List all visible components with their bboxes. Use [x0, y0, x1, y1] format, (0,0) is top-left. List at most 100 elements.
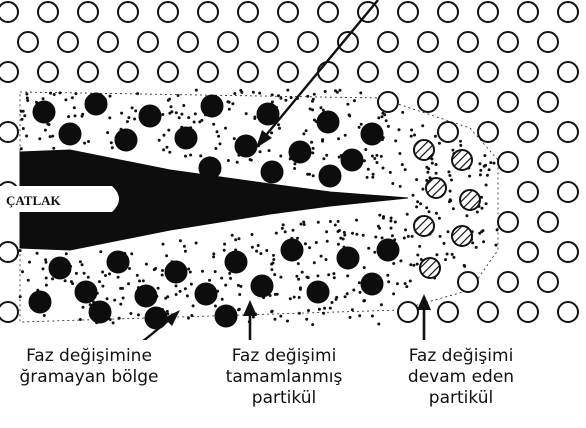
zone-dot — [255, 250, 258, 253]
zone-dot — [409, 280, 412, 283]
zone-dot — [363, 266, 366, 269]
zone-dot — [166, 310, 169, 313]
zone-dot — [304, 242, 307, 245]
zone-dot — [416, 254, 419, 257]
zone-dot — [253, 117, 256, 120]
zone-dot — [406, 213, 409, 216]
zone-dot — [325, 154, 328, 157]
untransformed-particle — [38, 2, 58, 22]
zone-dot — [447, 170, 450, 173]
zone-dot — [271, 93, 274, 96]
zone-dot — [272, 254, 275, 257]
zone-dot — [106, 131, 109, 134]
zone-dot — [168, 112, 171, 115]
zone-dot — [36, 252, 39, 255]
zone-dot — [293, 167, 296, 170]
untransformed-particle — [398, 2, 418, 22]
zone-dot — [175, 284, 178, 287]
zone-dot — [279, 155, 282, 158]
zone-dot — [106, 297, 109, 300]
zone-dot — [27, 279, 30, 282]
zone-dot — [447, 230, 450, 233]
zone-dot — [231, 234, 234, 237]
untransformed-particle — [0, 2, 18, 22]
untransformed-particle — [458, 272, 478, 292]
untransformed-particle — [58, 32, 78, 52]
zone-dot — [134, 109, 137, 112]
untransformed-particle — [158, 62, 178, 82]
transformed-particle-label: Faz değişimi tamamlanmış partikül — [220, 346, 348, 409]
zone-dot — [463, 264, 466, 267]
zone-dot — [136, 92, 139, 95]
zone-dot — [22, 127, 25, 130]
zone-dot — [496, 228, 499, 231]
zone-dot — [318, 308, 321, 311]
zone-dot — [98, 280, 101, 283]
zone-dot — [305, 318, 308, 321]
zone-dot — [128, 267, 131, 270]
zone-dot — [186, 294, 189, 297]
zone-dot — [346, 103, 349, 106]
untransformed-particle — [118, 2, 138, 22]
transformed-particle — [59, 123, 81, 145]
zone-dot — [273, 273, 276, 276]
zone-dot — [121, 287, 124, 290]
transformed-particle — [49, 257, 71, 279]
untransformed-particle — [438, 302, 458, 322]
zone-dot — [358, 126, 361, 129]
zone-dot — [71, 96, 74, 99]
zone-dot — [301, 271, 304, 274]
zone-dot — [137, 313, 140, 316]
transforming-particle — [420, 258, 440, 278]
zone-dot — [371, 176, 374, 179]
zone-dot — [312, 147, 315, 150]
transformed-particle — [337, 247, 359, 269]
zone-dot — [410, 129, 413, 132]
zone-dot — [279, 97, 282, 100]
zone-dot — [189, 154, 192, 157]
zone-dot — [418, 245, 421, 248]
zone-dot — [108, 272, 111, 275]
zone-dot — [127, 116, 130, 119]
transforming-particle — [414, 140, 434, 160]
untransformed-particle — [138, 32, 158, 52]
zone-dot — [478, 232, 481, 235]
zone-dot — [297, 278, 300, 281]
untransformed-particle — [518, 302, 538, 322]
zone-dot — [399, 185, 402, 188]
zone-dot — [284, 230, 287, 233]
zone-dot — [38, 137, 41, 140]
zone-dot — [228, 108, 231, 111]
zone-dot — [325, 230, 328, 233]
zone-dot — [398, 128, 401, 131]
zone-dot — [386, 274, 389, 277]
zone-dot — [476, 211, 479, 214]
zone-dot — [65, 252, 68, 255]
transformed-particle — [139, 105, 161, 127]
zone-dot — [351, 232, 354, 235]
zone-dot — [190, 314, 193, 317]
zone-dot — [459, 144, 462, 147]
zone-dot — [428, 210, 431, 213]
untransformed-particle — [478, 122, 498, 142]
zone-dot — [75, 272, 78, 275]
untransformed-particle — [418, 92, 438, 112]
untransformed-particle — [238, 2, 258, 22]
zone-dot — [391, 182, 394, 185]
zone-dot — [49, 135, 52, 138]
zone-dot — [331, 301, 334, 304]
zone-dot — [438, 217, 441, 220]
zone-dot — [303, 223, 306, 226]
untransformed-particle — [0, 122, 18, 142]
zone-dot — [214, 147, 217, 150]
zone-dot — [216, 130, 219, 133]
zone-dot — [130, 252, 133, 255]
zone-dot — [382, 167, 385, 170]
zone-dot — [435, 172, 438, 175]
zone-dot — [407, 235, 410, 238]
zone-dot — [118, 317, 121, 320]
zone-dot — [390, 217, 393, 220]
zone-dot — [26, 99, 29, 102]
untransformed-particle — [478, 62, 498, 82]
zone-dot — [389, 171, 392, 174]
